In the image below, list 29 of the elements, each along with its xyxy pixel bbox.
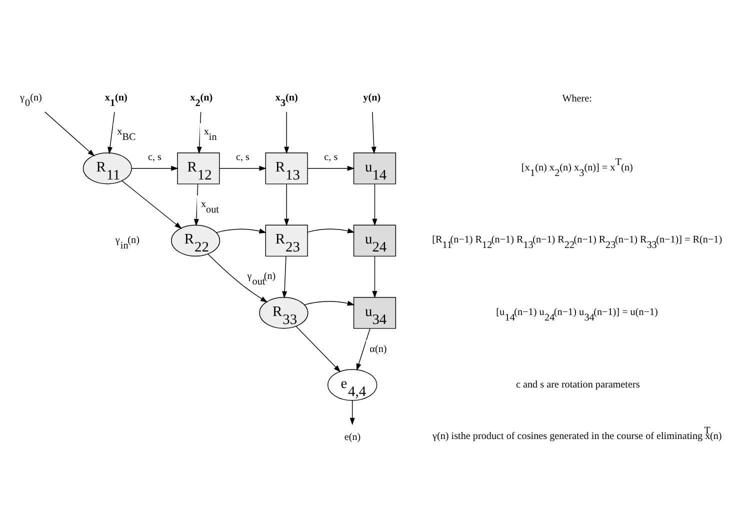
label: c and s are rotation parameters [516,379,640,390]
edge-label: α(n) [370,344,387,355]
arrow [216,228,266,233]
arrow [108,111,115,154]
arrow [307,165,355,170]
arrow [350,399,355,425]
edge-label: c, s [148,152,162,163]
edge-label: c, s [236,152,250,163]
node-text: y(n) [363,92,381,104]
arrow [304,300,355,306]
arrow [372,183,378,226]
node-text: e(n) [344,431,361,442]
arrow [307,228,355,233]
arrow [371,111,376,154]
label: Where: [562,92,592,104]
arrow [284,183,290,226]
arrow [207,253,268,302]
arrow [194,183,199,226]
arrow [196,111,202,154]
arrow [284,111,290,154]
arrow [131,165,178,170]
edge-label: c, s [324,152,338,163]
arrow [219,165,266,170]
arrow [356,328,370,370]
arrow [296,325,341,372]
arrow [282,256,288,298]
arrow [122,180,182,228]
arrow [372,256,378,298]
arrow [44,111,95,156]
